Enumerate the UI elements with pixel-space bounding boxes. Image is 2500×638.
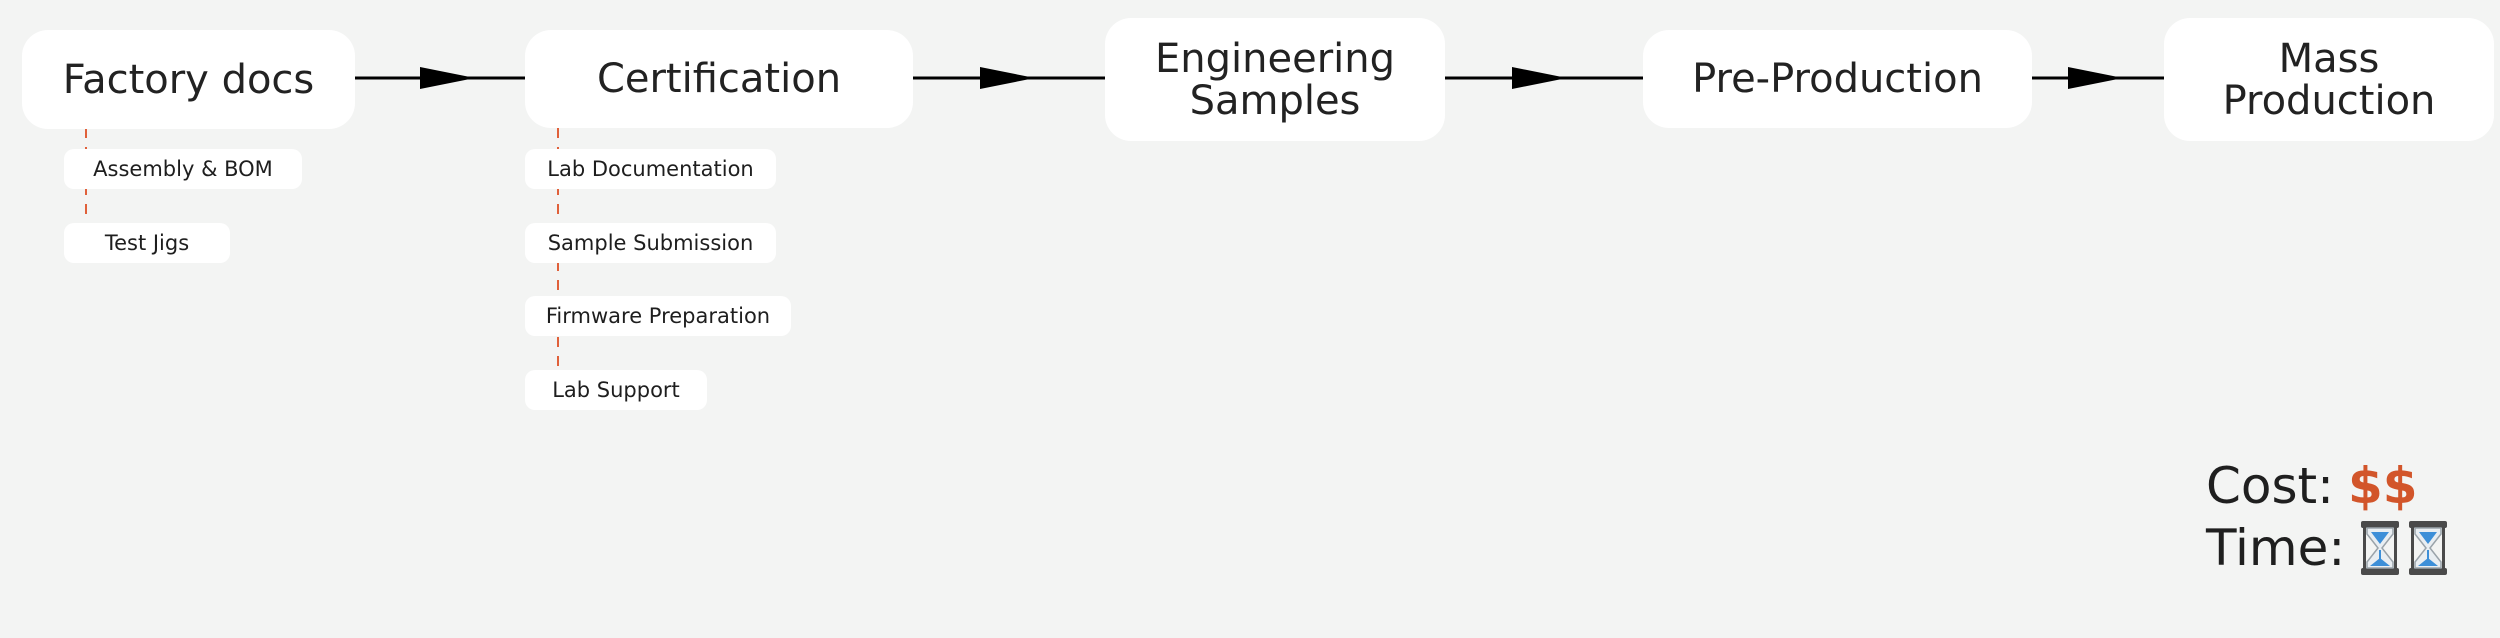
stage-pre-production[interactable]: Pre-Production: [1643, 30, 2032, 128]
flow-arrow-2: [913, 67, 1105, 89]
factory-docs-item-test-jigs[interactable]: Test Jigs: [64, 223, 230, 263]
stage-mass-production[interactable]: Mass Production: [2164, 18, 2494, 141]
time-row: Time:: [2206, 517, 2449, 579]
time-icons: [2359, 520, 2449, 576]
hourglass-icon: [2407, 520, 2449, 576]
legend: Cost: $$ Time:: [2206, 455, 2449, 579]
stage-factory-docs[interactable]: Factory docs: [22, 30, 355, 129]
flow-arrow-1: [355, 67, 525, 89]
cost-row: Cost: $$: [2206, 455, 2449, 517]
stage-engineering-samples[interactable]: Engineering Samples: [1105, 18, 1445, 141]
hourglass-icon: [2359, 520, 2401, 576]
cost-value: $$: [2348, 457, 2418, 515]
flow-arrow-3: [1445, 67, 1643, 89]
stage-certification[interactable]: Certification: [525, 30, 913, 128]
certification-item-lab-documentation[interactable]: Lab Documentation: [525, 149, 776, 189]
cost-label: Cost:: [2206, 457, 2335, 515]
certification-item-sample-submission[interactable]: Sample Submission: [525, 223, 776, 263]
certification-item-lab-support[interactable]: Lab Support: [525, 370, 707, 410]
time-label: Time:: [2206, 519, 2346, 577]
factory-docs-item-assembly-bom[interactable]: Assembly & BOM: [64, 149, 302, 189]
flow-arrow-4: [2032, 67, 2164, 89]
certification-item-firmware-preparation[interactable]: Firmware Preparation: [525, 296, 791, 336]
